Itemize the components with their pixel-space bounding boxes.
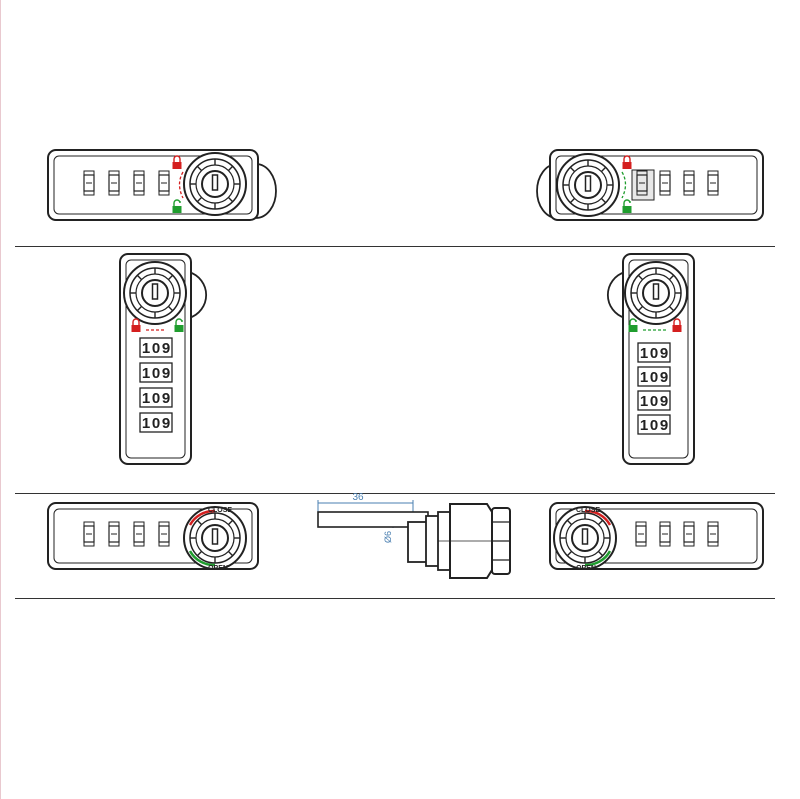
- wheel-digit: 0: [152, 365, 160, 382]
- combination-wheels: [637, 342, 671, 435]
- wheel-digit: 9: [660, 369, 668, 386]
- wheel-digit: 0: [650, 369, 658, 386]
- key-cylinder-icon: [624, 261, 688, 325]
- rotation-arrow-icon: [621, 171, 627, 199]
- wheel-digit: 9: [162, 340, 170, 357]
- lock-view-bottom-right: CLOSE OPEN: [549, 502, 764, 572]
- close-arc: [188, 509, 216, 526]
- wheel-digit: 9: [660, 417, 668, 434]
- wheel-digit: 9: [162, 415, 170, 432]
- key-cylinder-icon: [123, 261, 187, 325]
- rotation-arrow-icon: [178, 171, 184, 199]
- key-cylinder-icon: [553, 506, 617, 570]
- wheel-digit: 1: [142, 390, 150, 407]
- wheel-digit: 1: [640, 369, 648, 386]
- lock-view-mid-left: 1 0 9 1 0 9 1 0 9 1 0 9: [119, 253, 208, 465]
- wheel-digit: 1: [640, 417, 648, 434]
- wheel-digit: 9: [660, 393, 668, 410]
- wheel-digit: 0: [650, 393, 658, 410]
- close-arc: [584, 509, 612, 526]
- open-arc: [584, 550, 612, 567]
- open-label: OPEN: [576, 565, 596, 572]
- lock-view-top-right: [536, 149, 764, 221]
- wheel-digit: 1: [640, 345, 648, 362]
- wheel-digit: 0: [650, 417, 658, 434]
- dimension-length-label: 36: [352, 492, 364, 503]
- combination-wheels: [139, 337, 173, 433]
- wheel-digit: 9: [162, 365, 170, 382]
- lock-view-top-left: [47, 149, 277, 221]
- lock-side-view: 36 Ø6: [317, 492, 511, 579]
- wheel-digit: 1: [142, 365, 150, 382]
- wheel-digit: 0: [152, 340, 160, 357]
- wheel-digit: 0: [152, 390, 160, 407]
- key-cylinder-icon: [183, 152, 247, 216]
- wheel-digit: 0: [152, 415, 160, 432]
- wheel-digit: 9: [162, 390, 170, 407]
- combination-wheels: [631, 169, 719, 201]
- wheel-digit: 1: [640, 393, 648, 410]
- divider-line-1: [15, 246, 775, 247]
- wheel-digit: 0: [650, 345, 658, 362]
- wheel-digits: 1 0 9 1 0 9 1 0 9 1 0 9: [142, 340, 170, 432]
- wheel-digits: 1 0 9 1 0 9 1 0 9 1 0 9: [640, 345, 668, 434]
- wheel-digit: 1: [142, 340, 150, 357]
- page-edge: [0, 0, 1, 799]
- lock-view-bottom-left: CLOSE OPEN: [47, 502, 259, 572]
- divider-line-2: [15, 493, 775, 494]
- divider-line-3: [15, 598, 775, 599]
- dimension-diameter-label: Ø6: [383, 531, 393, 543]
- open-arc: [188, 550, 216, 567]
- key-cylinder-icon: [183, 506, 247, 570]
- close-label: CLOSE: [208, 507, 232, 514]
- wheel-digit: 9: [660, 345, 668, 362]
- lock-view-mid-right: 1 0 9 1 0 9 1 0 9 1 0 9: [606, 253, 695, 465]
- close-label: CLOSE: [576, 507, 600, 514]
- open-label: OPEN: [208, 565, 228, 572]
- key-cylinder-icon: [556, 153, 620, 217]
- wheel-digit: 1: [142, 415, 150, 432]
